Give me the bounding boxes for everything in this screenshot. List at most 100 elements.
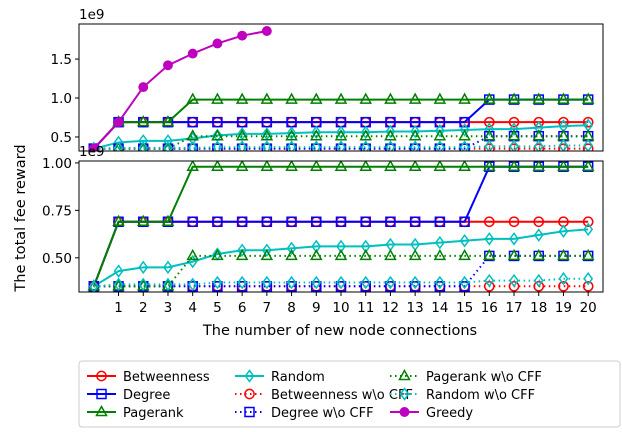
bottom-pagerank-point xyxy=(359,161,372,171)
top-random-point xyxy=(113,135,124,150)
top-random-point xyxy=(509,122,519,136)
top-betweenness-point xyxy=(582,116,594,128)
top-random-point xyxy=(533,120,544,135)
bottom-degree-point xyxy=(459,216,470,228)
bottom-random_wo-point xyxy=(509,273,519,288)
bottom-random_wo-point xyxy=(212,275,223,290)
legend-label: Random w\o CFF xyxy=(426,388,535,403)
bottom-random-point xyxy=(261,243,272,258)
bottom-degree-point xyxy=(212,216,223,228)
bottom-betweenness_wo-point xyxy=(582,280,594,292)
bottom-x-tick-label: 7 xyxy=(263,300,272,316)
top-degree_wo-point xyxy=(311,143,322,151)
bottom-pagerank_wo-point xyxy=(433,248,447,261)
bottom-random-point xyxy=(583,222,594,237)
bottom-pagerank-point xyxy=(458,161,471,171)
bottom-x-tick-label: 19 xyxy=(555,300,572,316)
bottom-betweenness_wo-point xyxy=(533,280,545,292)
top-degree_wo-point xyxy=(286,143,297,151)
top-pagerank-point xyxy=(384,92,397,104)
bottom-pagerank_wo-point xyxy=(211,248,224,261)
bottom-pagerank-point xyxy=(161,214,175,227)
top-pagerank-point xyxy=(235,92,249,104)
top-betweenness-point xyxy=(483,116,495,128)
legend-frame xyxy=(78,360,621,428)
bottom-random-point xyxy=(558,224,569,239)
bottom-pagerank-point xyxy=(235,161,249,171)
top-random_wo-point xyxy=(163,141,173,151)
top-degree_wo-point xyxy=(335,143,347,151)
bottom-x-tick-label: 10 xyxy=(332,300,349,316)
bottom-degree-point xyxy=(360,216,371,228)
top-random_wo-point xyxy=(558,138,569,151)
top-greedy-point xyxy=(163,60,173,71)
top-degree-point xyxy=(212,116,223,128)
bottom-random_wo-point xyxy=(311,275,322,290)
bottom-random-point xyxy=(509,232,519,246)
legend-swatch-marker xyxy=(399,387,410,401)
top-random-point xyxy=(336,125,346,140)
bottom-degree_wo-point xyxy=(286,281,297,292)
legend-label: Degree w\o CFF xyxy=(271,406,374,421)
top-random_wo-point xyxy=(385,140,396,151)
top-pagerank_wo-point xyxy=(384,129,397,141)
bottom-pagerank_wo-point xyxy=(557,248,570,261)
legend-swatch-marker xyxy=(96,370,107,382)
top-degree_wo-point xyxy=(434,143,446,151)
bottom-random-point xyxy=(533,228,544,242)
bottom-pagerank_wo-point xyxy=(334,248,348,261)
legend-swatch-marker xyxy=(244,406,255,418)
bottom-random-point xyxy=(138,260,149,275)
bottom-random-point xyxy=(113,264,124,278)
bottom-pagerank_wo-point xyxy=(260,248,274,261)
top-pagerank_wo-point xyxy=(310,129,323,141)
bottom-random_wo-point xyxy=(583,271,594,286)
top-random_wo-point xyxy=(187,141,198,151)
top-pagerank-point xyxy=(532,92,546,104)
bottom-pagerank-point xyxy=(112,214,125,227)
bottom-pagerank_wo-point xyxy=(235,248,249,261)
top-betweenness-point xyxy=(508,116,520,128)
top-betweenness_wo-point xyxy=(483,143,495,151)
top-pagerank_wo-point xyxy=(260,129,274,141)
bottom-x-tick-label: 20 xyxy=(580,300,597,316)
bottom-x-tick-label: 12 xyxy=(382,300,399,316)
bottom-x-tick-label: 11 xyxy=(357,300,374,316)
top-random-point xyxy=(360,125,371,140)
bottom-degree_wo-point xyxy=(261,281,273,292)
top-degree-point xyxy=(236,116,248,128)
bottom-random_wo-point xyxy=(138,277,149,292)
bottom-random-point xyxy=(459,233,470,248)
bottom-random_wo-point xyxy=(336,275,346,290)
top-greedy-point xyxy=(88,143,99,151)
x-axis-label: The number of new node connections xyxy=(202,323,477,339)
top-pagerank-point xyxy=(359,92,372,104)
bottom-pagerank_wo-point xyxy=(581,248,595,261)
top-random-point xyxy=(286,126,297,140)
top-plot-frame xyxy=(78,23,604,152)
top-pagerank_wo-point xyxy=(359,129,372,141)
bottom-random_wo-point xyxy=(261,275,272,290)
bottom-betweenness-point xyxy=(582,216,594,228)
top-pagerank-point xyxy=(433,92,447,104)
top-pagerank-point xyxy=(334,92,348,104)
legend-label: Pagerank w\o CFF xyxy=(426,370,542,385)
bottom-pagerank-point xyxy=(532,161,546,171)
top-pagerank_wo-point xyxy=(138,141,149,151)
bottom-pagerank_wo-point xyxy=(408,248,422,261)
top-random_wo-point xyxy=(311,140,322,151)
top-degree_wo-point xyxy=(409,143,421,151)
bottom-pagerank-point xyxy=(581,161,595,171)
bottom-pagerank-point xyxy=(507,161,521,171)
top-pagerank_wo-point xyxy=(285,129,298,141)
top-pagerank_wo-point xyxy=(235,129,249,141)
bottom-pagerank_wo-point xyxy=(310,248,323,261)
bottom-betweenness_wo-point xyxy=(508,280,520,292)
top-pagerank-point xyxy=(285,92,298,104)
top-greedy-point xyxy=(237,30,248,41)
bottom-degree_wo-point xyxy=(335,281,347,292)
bottom-pagerank-point xyxy=(285,161,298,171)
top-pagerank_wo-point xyxy=(186,129,199,141)
legend-label: Betweenness w\o CFF xyxy=(271,388,413,403)
